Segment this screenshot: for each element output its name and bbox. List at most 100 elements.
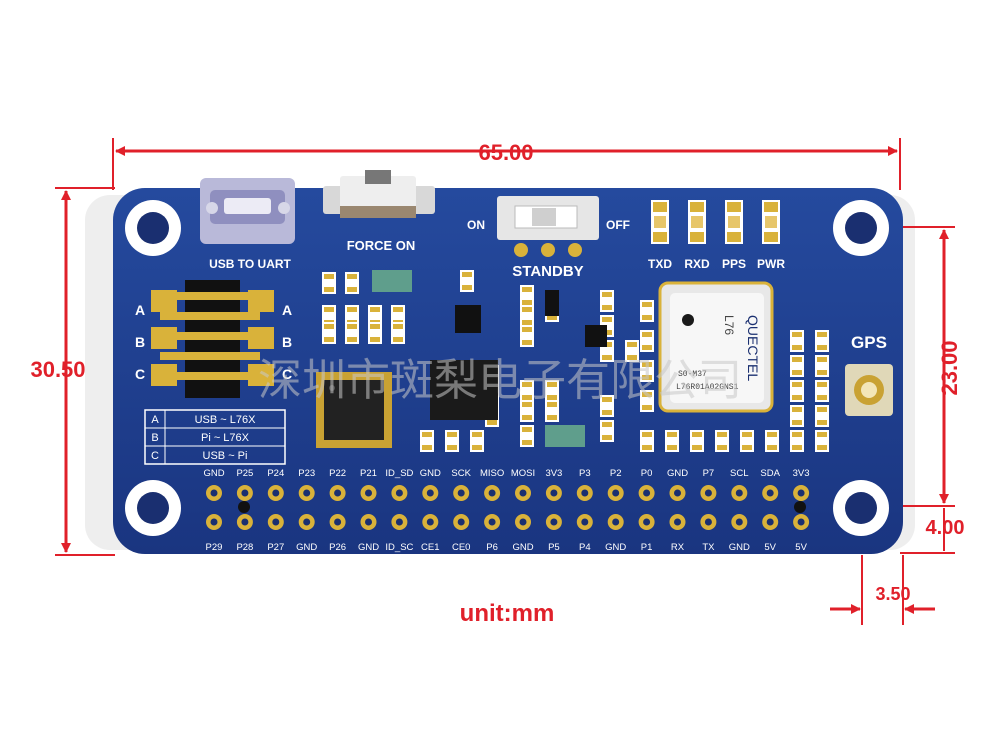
jumper-table-key: C	[151, 450, 159, 462]
gpio-label-top: P3	[579, 468, 591, 479]
gpio-label-bottom: GND	[358, 542, 379, 553]
gpio-label-top: 3V3	[793, 468, 810, 479]
jumper-letter-right: C	[282, 366, 292, 382]
gpio-label-bottom: GND	[512, 542, 533, 553]
gpio-label-bottom: ID_SC	[385, 542, 413, 553]
gpio-label-bottom: 5V	[795, 542, 807, 553]
watermark: 深圳市斑梨电子有限公司	[258, 355, 742, 406]
led-label-txd: TXD	[648, 257, 672, 271]
inductor	[545, 425, 585, 447]
jumper-table-value: USB ~ L76X	[195, 414, 257, 426]
mounting-hole-top-right	[833, 200, 889, 256]
gpio-label-bottom: P26	[329, 542, 346, 553]
gpio-label-top: MISO	[480, 468, 504, 479]
gpio-label-top: GND	[203, 468, 224, 479]
transistor	[455, 305, 481, 333]
switch-off-label: OFF	[606, 218, 630, 232]
gpio-label-bottom: GND	[605, 542, 626, 553]
led-label-pps: PPS	[722, 257, 746, 271]
led-label-rxd: RXD	[684, 257, 710, 271]
gpio-label-top: SDA	[760, 468, 780, 479]
jumper-letter-left: C	[135, 366, 145, 382]
jumper-table-key: A	[151, 414, 159, 426]
mounting-hole-bottom-left	[125, 480, 181, 536]
led-label-pwr: PWR	[757, 257, 785, 271]
gpio-labels-bottom: P29 P28 P27 GND P26 GND ID_SC CE1 CE0 P6 GND P5 P4 GN…	[206, 542, 808, 553]
gpio-label-bottom: P1	[641, 542, 653, 553]
height-label: 30.50	[30, 357, 85, 382]
gps-antenna-connector	[845, 364, 893, 416]
dimension-hole-offset-y: 4.00	[900, 508, 965, 554]
gpio-label-bottom: P28	[236, 542, 253, 553]
jumper-letter-right: A	[282, 302, 292, 318]
force-on-label: FORCE ON	[347, 238, 416, 253]
gpio-label-bottom: CE1	[421, 542, 439, 553]
jumper-letter-left: A	[135, 302, 145, 318]
module-brand: QUECTEL	[745, 315, 761, 381]
module-line2: L76R01A02GNS1	[676, 383, 739, 392]
dimension-width: 65.00	[112, 138, 901, 190]
jumper-table: A USB ~ L76X B Pi ~ L76X C USB ~ Pi	[144, 409, 286, 465]
module-line1: S0-M37	[678, 370, 707, 379]
jumper-table-value: Pi ~ L76X	[201, 432, 250, 444]
gps-label: GPS	[851, 333, 887, 352]
gpio-label-top: SCK	[451, 468, 471, 479]
dimension-height: 30.50	[30, 187, 115, 556]
gpio-label-bottom: P29	[206, 542, 223, 553]
gpio-label-top: 3V3	[545, 468, 562, 479]
jumper-header	[151, 280, 274, 398]
gpio-label-top: P0	[641, 468, 653, 479]
gpio-label-top: P23	[298, 468, 315, 479]
inductor	[372, 270, 412, 292]
regulator-chip	[430, 360, 498, 420]
mounting-hole-top-left	[125, 200, 181, 256]
usb-connector	[200, 178, 295, 244]
standby-label: STANDBY	[512, 263, 583, 280]
jumper-letter-left: B	[135, 334, 145, 350]
gps-module	[658, 281, 774, 413]
width-label: 65.00	[478, 140, 533, 165]
gpio-label-bottom: P27	[267, 542, 284, 553]
pcb-board	[113, 188, 903, 554]
module-model: L76	[722, 315, 736, 335]
led-row: TXD RXD PPS PWR	[648, 200, 785, 271]
gpio-header	[206, 485, 810, 530]
force-on-button	[323, 170, 435, 218]
usb-label: USB TO UART	[209, 257, 291, 271]
hole-offset-y-label: 4.00	[926, 517, 965, 539]
gpio-label-top: P24	[267, 468, 284, 479]
gpio-label-bottom: GND	[296, 542, 317, 553]
gpio-label-top: ID_SD	[385, 468, 413, 479]
gpio-label-bottom: CE0	[452, 542, 470, 553]
dimension-hole-offset-x: 3.50	[830, 555, 935, 625]
hole-offset-x-label: 3.50	[875, 584, 910, 604]
gpio-label-top: GND	[420, 468, 441, 479]
hole-spacing-label: 23.00	[937, 340, 962, 395]
gpio-label-top: P2	[610, 468, 622, 479]
gpio-label-bottom: P5	[548, 542, 560, 553]
gpio-labels-top: GND P25 P24 P23 P22 P21 ID_SD GND SCK MISO MOSI 3V3…	[203, 468, 809, 479]
gpio-label-top: MOSI	[511, 468, 535, 479]
standby-switch	[497, 196, 599, 257]
gpio-label-top: P25	[236, 468, 253, 479]
jumper-table-key: B	[151, 432, 158, 444]
gpio-label-top: SCL	[730, 468, 748, 479]
mounting-hole-bottom-right	[833, 480, 889, 536]
gpio-label-bottom: P4	[579, 542, 591, 553]
gpio-label-top: P7	[703, 468, 715, 479]
gpio-label-bottom: 5V	[764, 542, 776, 553]
mcu-chip	[316, 372, 392, 448]
switch-on-label: ON	[467, 218, 485, 232]
gpio-label-bottom: P6	[486, 542, 498, 553]
gpio-label-bottom: GND	[729, 542, 750, 553]
jumper-table-value: USB ~ Pi	[203, 450, 248, 462]
transistor	[585, 325, 607, 347]
gpio-label-top: P21	[360, 468, 377, 479]
gpio-label-bottom: RX	[671, 542, 685, 553]
gpio-label-bottom: TX	[702, 542, 715, 553]
gpio-label-top: GND	[667, 468, 688, 479]
diode	[545, 290, 559, 316]
gpio-label-top: P22	[329, 468, 346, 479]
